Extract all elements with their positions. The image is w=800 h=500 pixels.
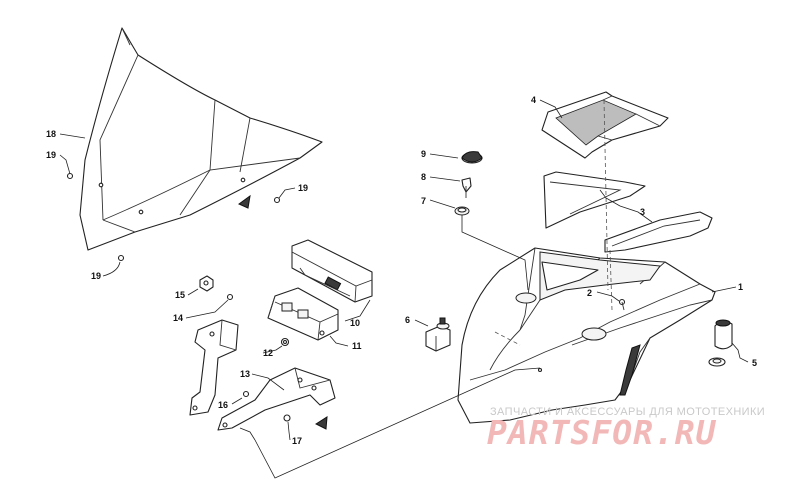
callout-6: 6 <box>405 315 410 325</box>
key-cap-bezel <box>454 151 483 216</box>
callout-19-bottom: 19 <box>91 271 101 281</box>
callout-19-right: 19 <box>298 183 308 193</box>
arrow-marker-icon <box>314 416 328 430</box>
watermark-tagline: ЗАПЧАСТИ И АКСЕССУАРЫ ДЛЯ МОТОТЕХНИКИ <box>490 406 766 418</box>
callout-15: 15 <box>175 290 185 300</box>
support-screws <box>242 390 291 422</box>
callout-4: 4 <box>531 95 536 105</box>
hood-screw <box>618 298 626 311</box>
display-bracket <box>267 287 339 341</box>
callout-17: 17 <box>292 436 302 446</box>
ignition-switch <box>425 317 451 352</box>
support-bracket <box>189 319 336 431</box>
callout-13: 13 <box>240 369 250 379</box>
hood-fairing <box>457 99 716 424</box>
callout-8: 8 <box>421 172 426 182</box>
callout-9: 9 <box>421 149 426 159</box>
windshield <box>79 27 323 251</box>
callout-labels: 1 2 3 4 5 6 7 8 9 10 11 12 13 14 15 16 1… <box>46 95 757 446</box>
leader-lines <box>59 99 749 479</box>
callout-10: 10 <box>350 318 360 328</box>
callout-3: 3 <box>640 207 645 217</box>
vent-grille <box>541 91 669 159</box>
arrow-marker-icon <box>238 194 251 209</box>
right-switch <box>708 319 733 367</box>
callout-14: 14 <box>173 313 183 323</box>
hardware-nut-washer <box>199 275 234 301</box>
callout-5: 5 <box>752 358 757 368</box>
callout-12: 12 <box>263 348 273 358</box>
callout-16: 16 <box>218 400 228 410</box>
callout-1: 1 <box>738 282 743 292</box>
bracket-bolt <box>280 337 290 347</box>
side-vent-panels <box>543 171 713 253</box>
callout-19-top: 19 <box>46 150 56 160</box>
callout-18: 18 <box>46 129 56 139</box>
display-unit <box>291 239 373 303</box>
watermark-brand-logo: PARTSFOR.RU <box>487 413 717 452</box>
callout-7: 7 <box>421 196 426 206</box>
callout-2: 2 <box>587 288 592 298</box>
callout-11: 11 <box>352 341 362 351</box>
